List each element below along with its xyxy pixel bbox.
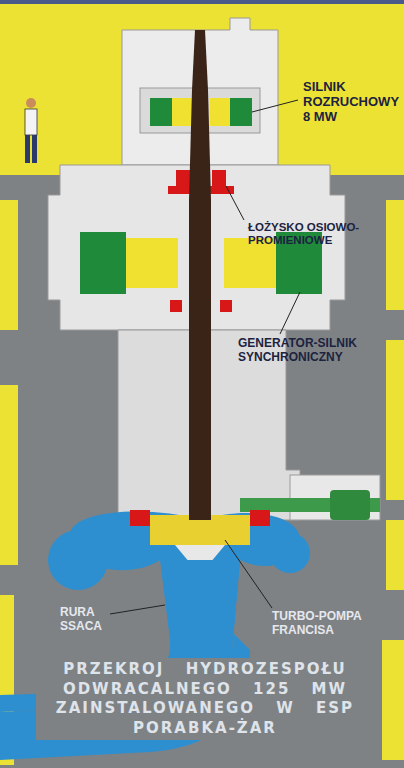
part-label: GENERATOR-SILNIK SYNCHRONICZNY — [238, 337, 378, 365]
scale-person — [25, 98, 37, 163]
part-label: TURBO-POMPA FRANCISA — [272, 610, 382, 638]
diagram-title: PRZEKROJ HYDROZESPOŁU ODWRACALNEGO 125 M… — [36, 658, 374, 740]
part-label: SILNIK ROZRUCHOWY 8 MW — [303, 80, 399, 125]
part-label: RURA SSACA — [60, 606, 112, 634]
part-label: ŁOŻYSKO OSIOWO-PROMIENIOWE — [248, 221, 400, 247]
